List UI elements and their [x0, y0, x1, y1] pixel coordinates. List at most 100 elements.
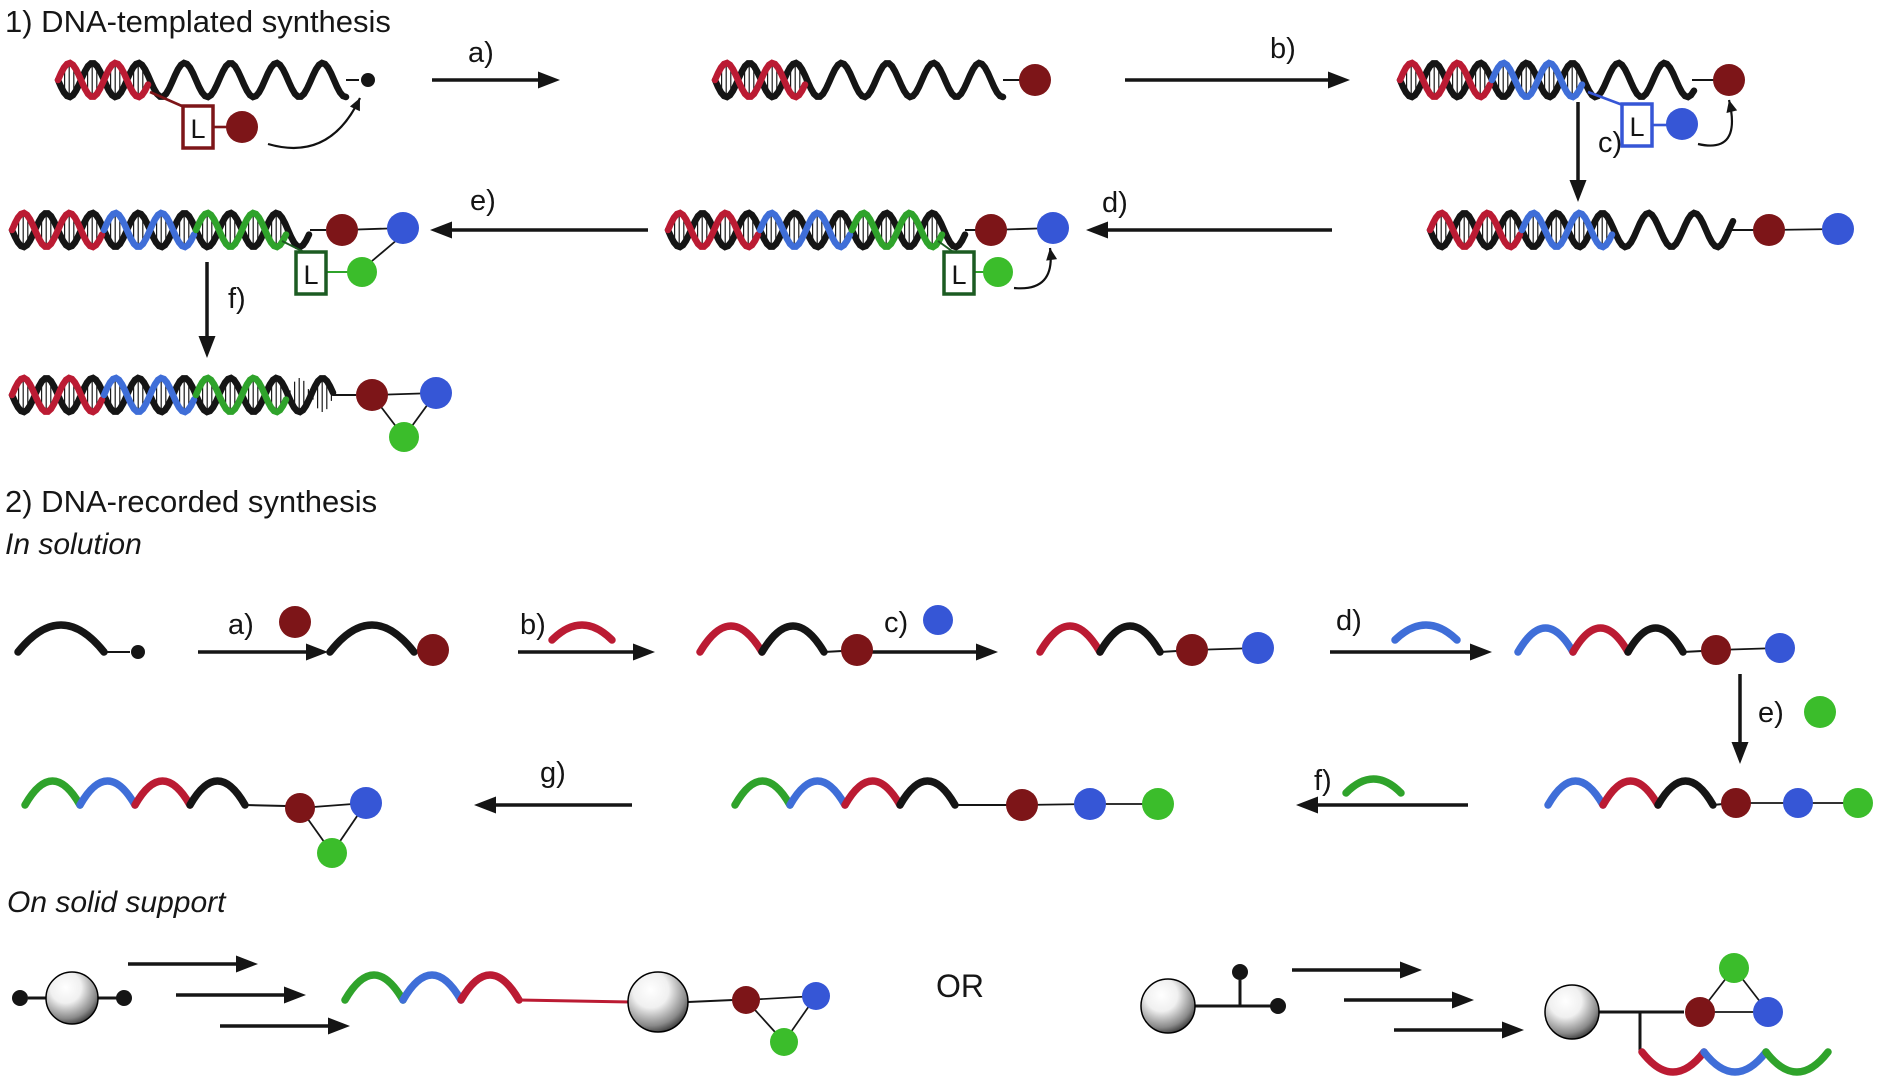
dna-duplex	[8, 209, 313, 251]
terminal-dot	[1232, 964, 1248, 980]
step-label: b)	[520, 609, 546, 641]
building-block-dark_red	[1713, 64, 1745, 96]
dna-strand-black	[711, 59, 1007, 101]
subsection-on-solid-support-label: On solid support	[7, 886, 226, 919]
curved-arrow-path	[267, 97, 361, 149]
linker-box-frame	[1620, 102, 1654, 148]
oligo-hump	[1700, 1048, 1770, 1076]
step-label: e)	[1758, 697, 1784, 729]
reaction-arrow: e)	[430, 185, 648, 239]
oligo-hump	[1654, 777, 1717, 809]
oligo-hump	[1514, 624, 1577, 656]
arrowhead	[1086, 221, 1108, 239]
dna-strand-black	[8, 209, 313, 251]
arrowhead	[538, 71, 560, 89]
oligo-hump	[1391, 621, 1461, 644]
dna-strand-black	[664, 209, 969, 251]
reaction-arrow: a)	[198, 609, 328, 661]
oligo-hump	[1762, 1048, 1832, 1076]
dna-strand-colored	[8, 209, 106, 251]
reaction-arrow: b)	[1125, 33, 1350, 89]
oligo-hump	[1599, 777, 1662, 809]
reaction-arrow	[128, 955, 258, 973]
arrowhead	[1502, 1021, 1524, 1039]
oligo-wave	[341, 971, 523, 1004]
curved-arrow-path	[1013, 247, 1052, 290]
terminal-dot	[1270, 998, 1286, 1014]
reaction-arrow: d)	[1086, 187, 1332, 239]
building-block-dark_red	[732, 986, 760, 1014]
arrowhead	[236, 955, 258, 973]
building-block-blue	[802, 982, 830, 1010]
reaction-arrow: e)	[1731, 674, 1784, 764]
building-block-blue	[420, 377, 452, 409]
step-label: b)	[1270, 33, 1296, 65]
building-block-blue	[1765, 633, 1795, 663]
dna-strand-black	[54, 59, 350, 101]
building-block-dark_red	[285, 793, 315, 823]
terminal-dot	[12, 990, 28, 1006]
step-label: e)	[470, 185, 496, 217]
arrowhead	[976, 643, 998, 661]
building-block-dark_red	[326, 214, 358, 246]
oligo-hump	[399, 971, 465, 1004]
dna-strand-colored	[192, 209, 290, 251]
reaction-arrow	[220, 1017, 350, 1035]
building-block-dark_red	[975, 214, 1007, 246]
linker-box: L	[942, 250, 976, 296]
oligo-hump	[14, 621, 108, 656]
reaction-arrow	[176, 986, 306, 1004]
building-block-dark_red	[279, 606, 311, 638]
dna-strand-colored	[192, 374, 290, 416]
reaction-arrow: f)	[1296, 765, 1468, 814]
terminal-dot	[131, 645, 145, 659]
linker-label: L	[951, 260, 966, 290]
dna-strand-colored	[756, 209, 854, 251]
oligo-hump	[326, 621, 418, 656]
reaction-arrow: c)	[872, 607, 998, 661]
curved-transfer-arrow	[1697, 99, 1738, 147]
reaction-arrow: f)	[198, 262, 246, 358]
building-block-blue	[1822, 213, 1854, 245]
oligo-wave	[326, 621, 418, 656]
step-label: g)	[540, 757, 566, 789]
building-block-blue	[923, 605, 953, 635]
building-block-blue	[1074, 788, 1106, 820]
oligo-wave	[1342, 775, 1405, 797]
arrowhead	[349, 98, 360, 112]
arrowhead	[1452, 991, 1474, 1009]
linker-box: L	[1620, 102, 1654, 148]
building-block-green	[770, 1028, 798, 1056]
linker-box-frame	[181, 104, 215, 150]
chain-link	[687, 999, 734, 1003]
solid-support-bead	[45, 971, 99, 1025]
arrowhead	[1470, 643, 1492, 661]
oligo-hump	[896, 777, 959, 809]
linker-label: L	[303, 260, 318, 290]
oligo-wave	[1036, 622, 1164, 656]
building-block-blue	[387, 212, 419, 244]
linker-box-frame	[294, 250, 328, 296]
oligo-wave	[1391, 621, 1461, 644]
linker-box-frame	[942, 250, 976, 296]
building-block-green	[1719, 953, 1749, 983]
oligo-hump	[841, 777, 904, 809]
dna-strand-colored	[100, 209, 198, 251]
building-block-dark_red	[1019, 64, 1051, 96]
oligo-wave	[21, 777, 249, 809]
building-block-dark_red	[417, 634, 449, 666]
dna-duplex	[711, 59, 1007, 101]
dna-strand-colored	[1426, 209, 1524, 251]
oligo-hump	[1544, 777, 1607, 809]
building-block-dark_red	[1753, 214, 1785, 246]
terminal-dot	[361, 73, 375, 87]
oligo-hump	[1096, 622, 1164, 656]
dna-duplex	[8, 374, 337, 416]
dna-strand-black	[1426, 209, 1737, 251]
curved-transfer-arrow	[267, 97, 361, 149]
linker-box: L	[294, 250, 328, 296]
linker-label: L	[1629, 112, 1644, 142]
oligo-hump	[186, 777, 249, 809]
